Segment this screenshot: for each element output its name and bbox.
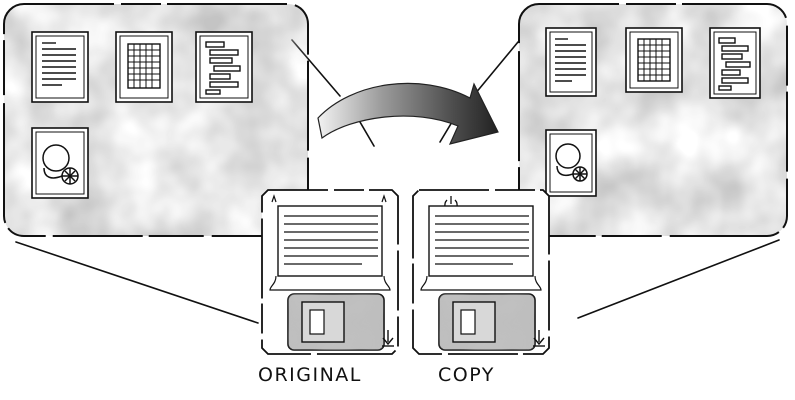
copy-label: COPY	[438, 364, 495, 386]
disk-utility-icon	[545, 129, 597, 197]
copy-floppy-disk-icon	[412, 189, 550, 355]
copy-arrow-icon	[317, 82, 499, 145]
document-icon	[31, 31, 89, 103]
outline-icon	[709, 27, 761, 99]
original-floppy-disk-icon	[261, 189, 399, 355]
document-icon	[545, 27, 597, 97]
outline-icon	[195, 31, 253, 103]
original-label: ORIGINAL	[258, 364, 362, 386]
spreadsheet-icon	[625, 27, 683, 93]
copy-disk-window	[518, 3, 788, 237]
disk-utility-icon	[31, 127, 89, 199]
original-disk-window	[3, 3, 309, 237]
spreadsheet-icon	[115, 31, 173, 103]
